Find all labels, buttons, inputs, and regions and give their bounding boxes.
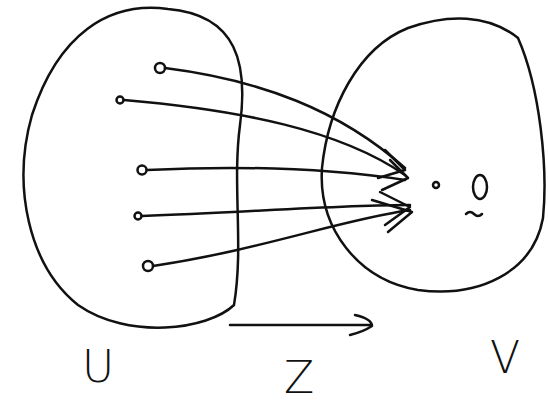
element-dot (135, 213, 142, 220)
arrow-head (382, 160, 408, 190)
map-arrow (124, 100, 405, 175)
map-arrow (142, 205, 410, 216)
arrow-head (380, 192, 410, 225)
element-dot (117, 97, 124, 104)
point-dot (433, 182, 439, 188)
set-name: U (82, 345, 114, 389)
set-outline-path (24, 8, 243, 328)
sad-face (473, 175, 487, 199)
arrow-head (372, 200, 412, 232)
arrow-head (350, 315, 372, 335)
map-arrow (147, 168, 405, 180)
arrow-head (378, 150, 405, 178)
function-name: Z (284, 356, 314, 400)
function-arrow (230, 324, 370, 327)
set-outline-path (322, 19, 545, 292)
set-name: V (490, 336, 520, 380)
element-dot (138, 166, 147, 175)
set-outline (18, 5, 250, 330)
map-arrow (153, 210, 410, 266)
element-dot (143, 261, 153, 271)
element-dot (155, 63, 165, 73)
sad-mouth (466, 212, 482, 216)
set-region: V (318, 18, 546, 298)
set-outline (318, 18, 546, 298)
set-region: U (18, 5, 250, 330)
